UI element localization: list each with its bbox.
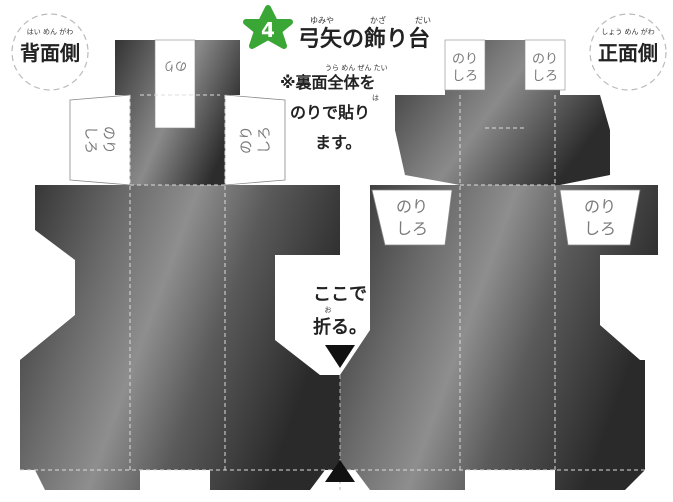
- front-side-bubble: しょう めん がわ 正面側: [589, 13, 667, 91]
- front-top-left-glue-2: しろ: [452, 69, 478, 84]
- front-top-glue-left: [444, 39, 486, 91]
- front-right-notch: [600, 255, 658, 360]
- back-left-glue-label-1: のり: [100, 126, 116, 154]
- back-side-label: 背面側: [20, 41, 80, 65]
- instruction-line-3: ます。: [315, 133, 361, 152]
- front-left-glue-2: しろ: [396, 219, 428, 238]
- title-text: 弓矢の飾り台: [298, 26, 430, 52]
- fold-arrow-up-icon: [325, 460, 355, 482]
- instruction-ruby-2: は: [372, 94, 379, 102]
- back-right-glue-label-1: のり: [239, 126, 255, 154]
- front-right-glue-1: のり: [584, 197, 616, 216]
- front-top-right-glue-1: のり: [532, 52, 558, 67]
- title-ruby-1: ゆみや: [310, 16, 334, 25]
- back-side-body: [20, 39, 340, 490]
- back-right-flap: [224, 94, 286, 186]
- back-fold-lines: [20, 94, 340, 471]
- instruction-block: うら めん ぜん たい ※裏面全体を は のりで貼り ます。: [280, 64, 388, 152]
- fold-ruby: お: [325, 306, 332, 314]
- front-top-left-glue-1: のり: [452, 52, 478, 67]
- front-glue-tab-left: [371, 189, 453, 246]
- fold-notch: [275, 255, 340, 375]
- step-star-badge: [243, 5, 293, 49]
- front-side-body: [340, 39, 658, 490]
- front-side-ruby: しょう めん がわ: [601, 27, 654, 36]
- fold-line-1: ここで: [313, 284, 367, 305]
- front-side-label: 正面側: [598, 41, 658, 65]
- instruction-line-2: のりで貼り: [290, 103, 370, 122]
- front-top-glue-right: [524, 39, 566, 91]
- back-left-flap: [69, 94, 131, 186]
- back-right-glue-label-2: しろ: [257, 126, 273, 154]
- title-ruby-3: だい: [415, 16, 431, 25]
- title-ruby-2: かざ: [370, 15, 386, 25]
- back-top-glue-strip: [154, 39, 196, 129]
- instruction-ruby-1: うら めん ぜん たい: [325, 64, 388, 72]
- front-right-glue-2: しろ: [584, 219, 616, 238]
- back-side-bubble: はい めん がわ 背面側: [11, 13, 89, 91]
- front-body-shape: [340, 185, 658, 490]
- fold-line-2: 折る。: [313, 316, 367, 338]
- back-left-glue-label-2: しろ: [82, 126, 98, 154]
- front-glue-tab-right: [559, 189, 641, 246]
- back-top-glue-label: のり: [163, 59, 187, 73]
- back-body-shape: [20, 185, 340, 490]
- front-top-right-glue-2: しろ: [532, 69, 558, 84]
- fold-arrow-down-icon: [325, 345, 355, 368]
- step-number: 4: [261, 18, 275, 42]
- fold-instruction: ここで お 折る。: [313, 284, 367, 482]
- front-top-block: [395, 40, 610, 185]
- front-left-glue-1: のり: [396, 197, 428, 216]
- front-fold-lines: [340, 95, 645, 471]
- instruction-line-1: ※裏面全体を: [280, 73, 376, 92]
- glue-tab-labels: のり のり しろ のり しろ のり しろ のり しろ のり しろ のり しろ: [82, 52, 616, 238]
- title-block: 4 ゆみや かざ だい 弓矢の飾り台: [243, 5, 431, 52]
- back-side-ruby: はい めん がわ: [27, 27, 73, 36]
